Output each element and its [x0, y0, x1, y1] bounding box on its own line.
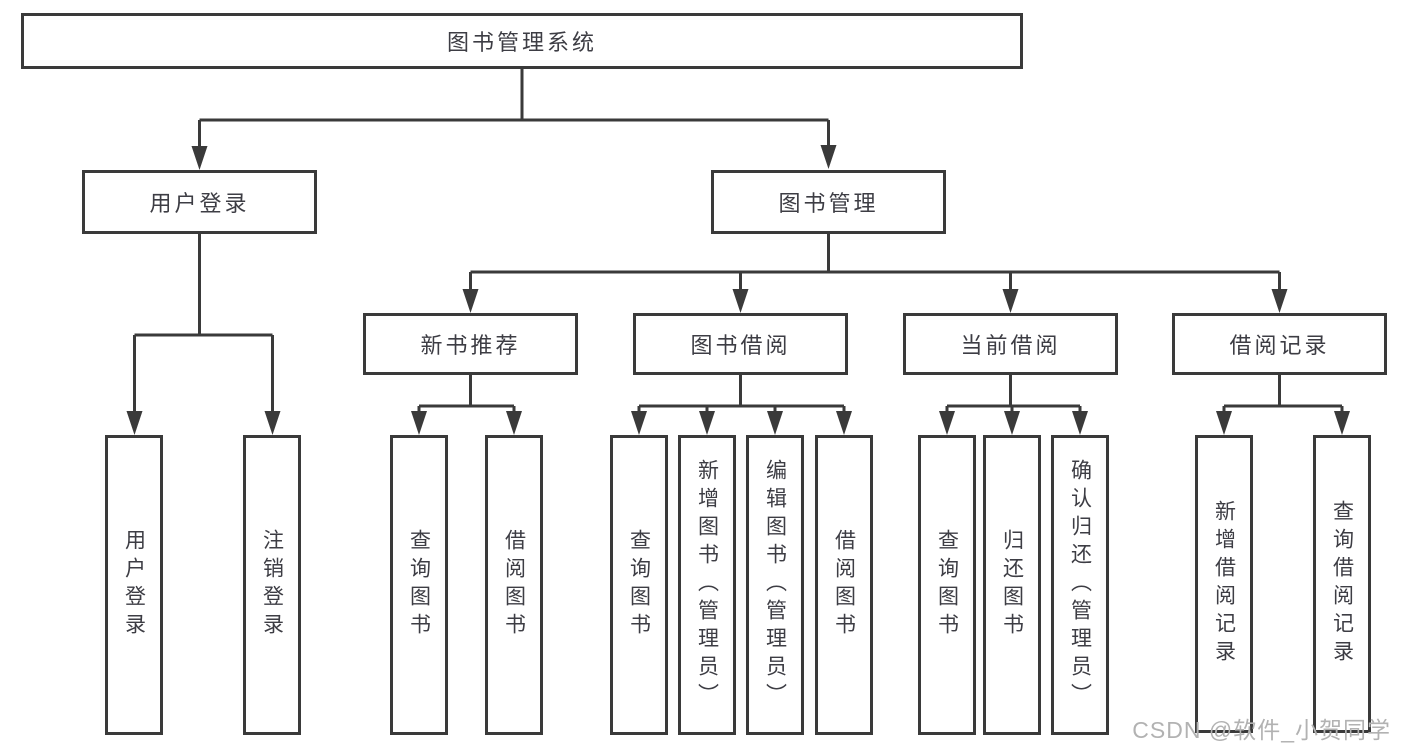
leaf-logout: 注销登录 [243, 435, 301, 735]
connector-root-to-level2 [191, 69, 837, 170]
leaf-return-book: 归还图书 [983, 435, 1041, 735]
node-current-borrow: 当前借阅 [903, 313, 1118, 375]
node-user-login: 用户登录 [82, 170, 317, 234]
leaf-borrow-books: 借阅图书 [815, 435, 873, 735]
leaf-borrow-books-recommend: 借阅图书 [485, 435, 543, 735]
leaf-add-borrow-record: 新增借阅记录 [1195, 435, 1253, 733]
csdn-watermark: CSDN @软件_小贺同学 [1132, 717, 1391, 743]
connector-bookborrow-to-leaves [631, 375, 852, 435]
node-root-library-system: 图书管理系统 [21, 13, 1023, 69]
leaf-query-books-borrow: 查询图书 [610, 435, 668, 735]
leaf-confirm-return-admin: 确认归还（管理员） [1051, 435, 1109, 735]
leaf-query-books-current: 查询图书 [918, 435, 976, 735]
leaf-edit-book-admin: 编辑图书（管理员） [746, 435, 804, 735]
connector-borrowrecords-to-leaves [1216, 375, 1350, 435]
leaf-query-borrow-record: 查询借阅记录 [1313, 435, 1371, 733]
node-new-book-recommend: 新书推荐 [363, 313, 578, 375]
connector-bookmgmt-to-level3 [462, 234, 1288, 313]
connector-userlogin-to-leaves [126, 234, 281, 435]
node-book-management: 图书管理 [711, 170, 946, 234]
leaf-user-login: 用户登录 [105, 435, 163, 735]
leaf-add-book-admin: 新增图书（管理员） [678, 435, 736, 735]
connector-newbook-to-leaves [411, 375, 522, 435]
node-borrow-records: 借阅记录 [1172, 313, 1387, 375]
connector-currentborrow-to-leaves [939, 375, 1088, 435]
node-book-borrow: 图书借阅 [633, 313, 848, 375]
leaf-query-books-recommend: 查询图书 [390, 435, 448, 735]
